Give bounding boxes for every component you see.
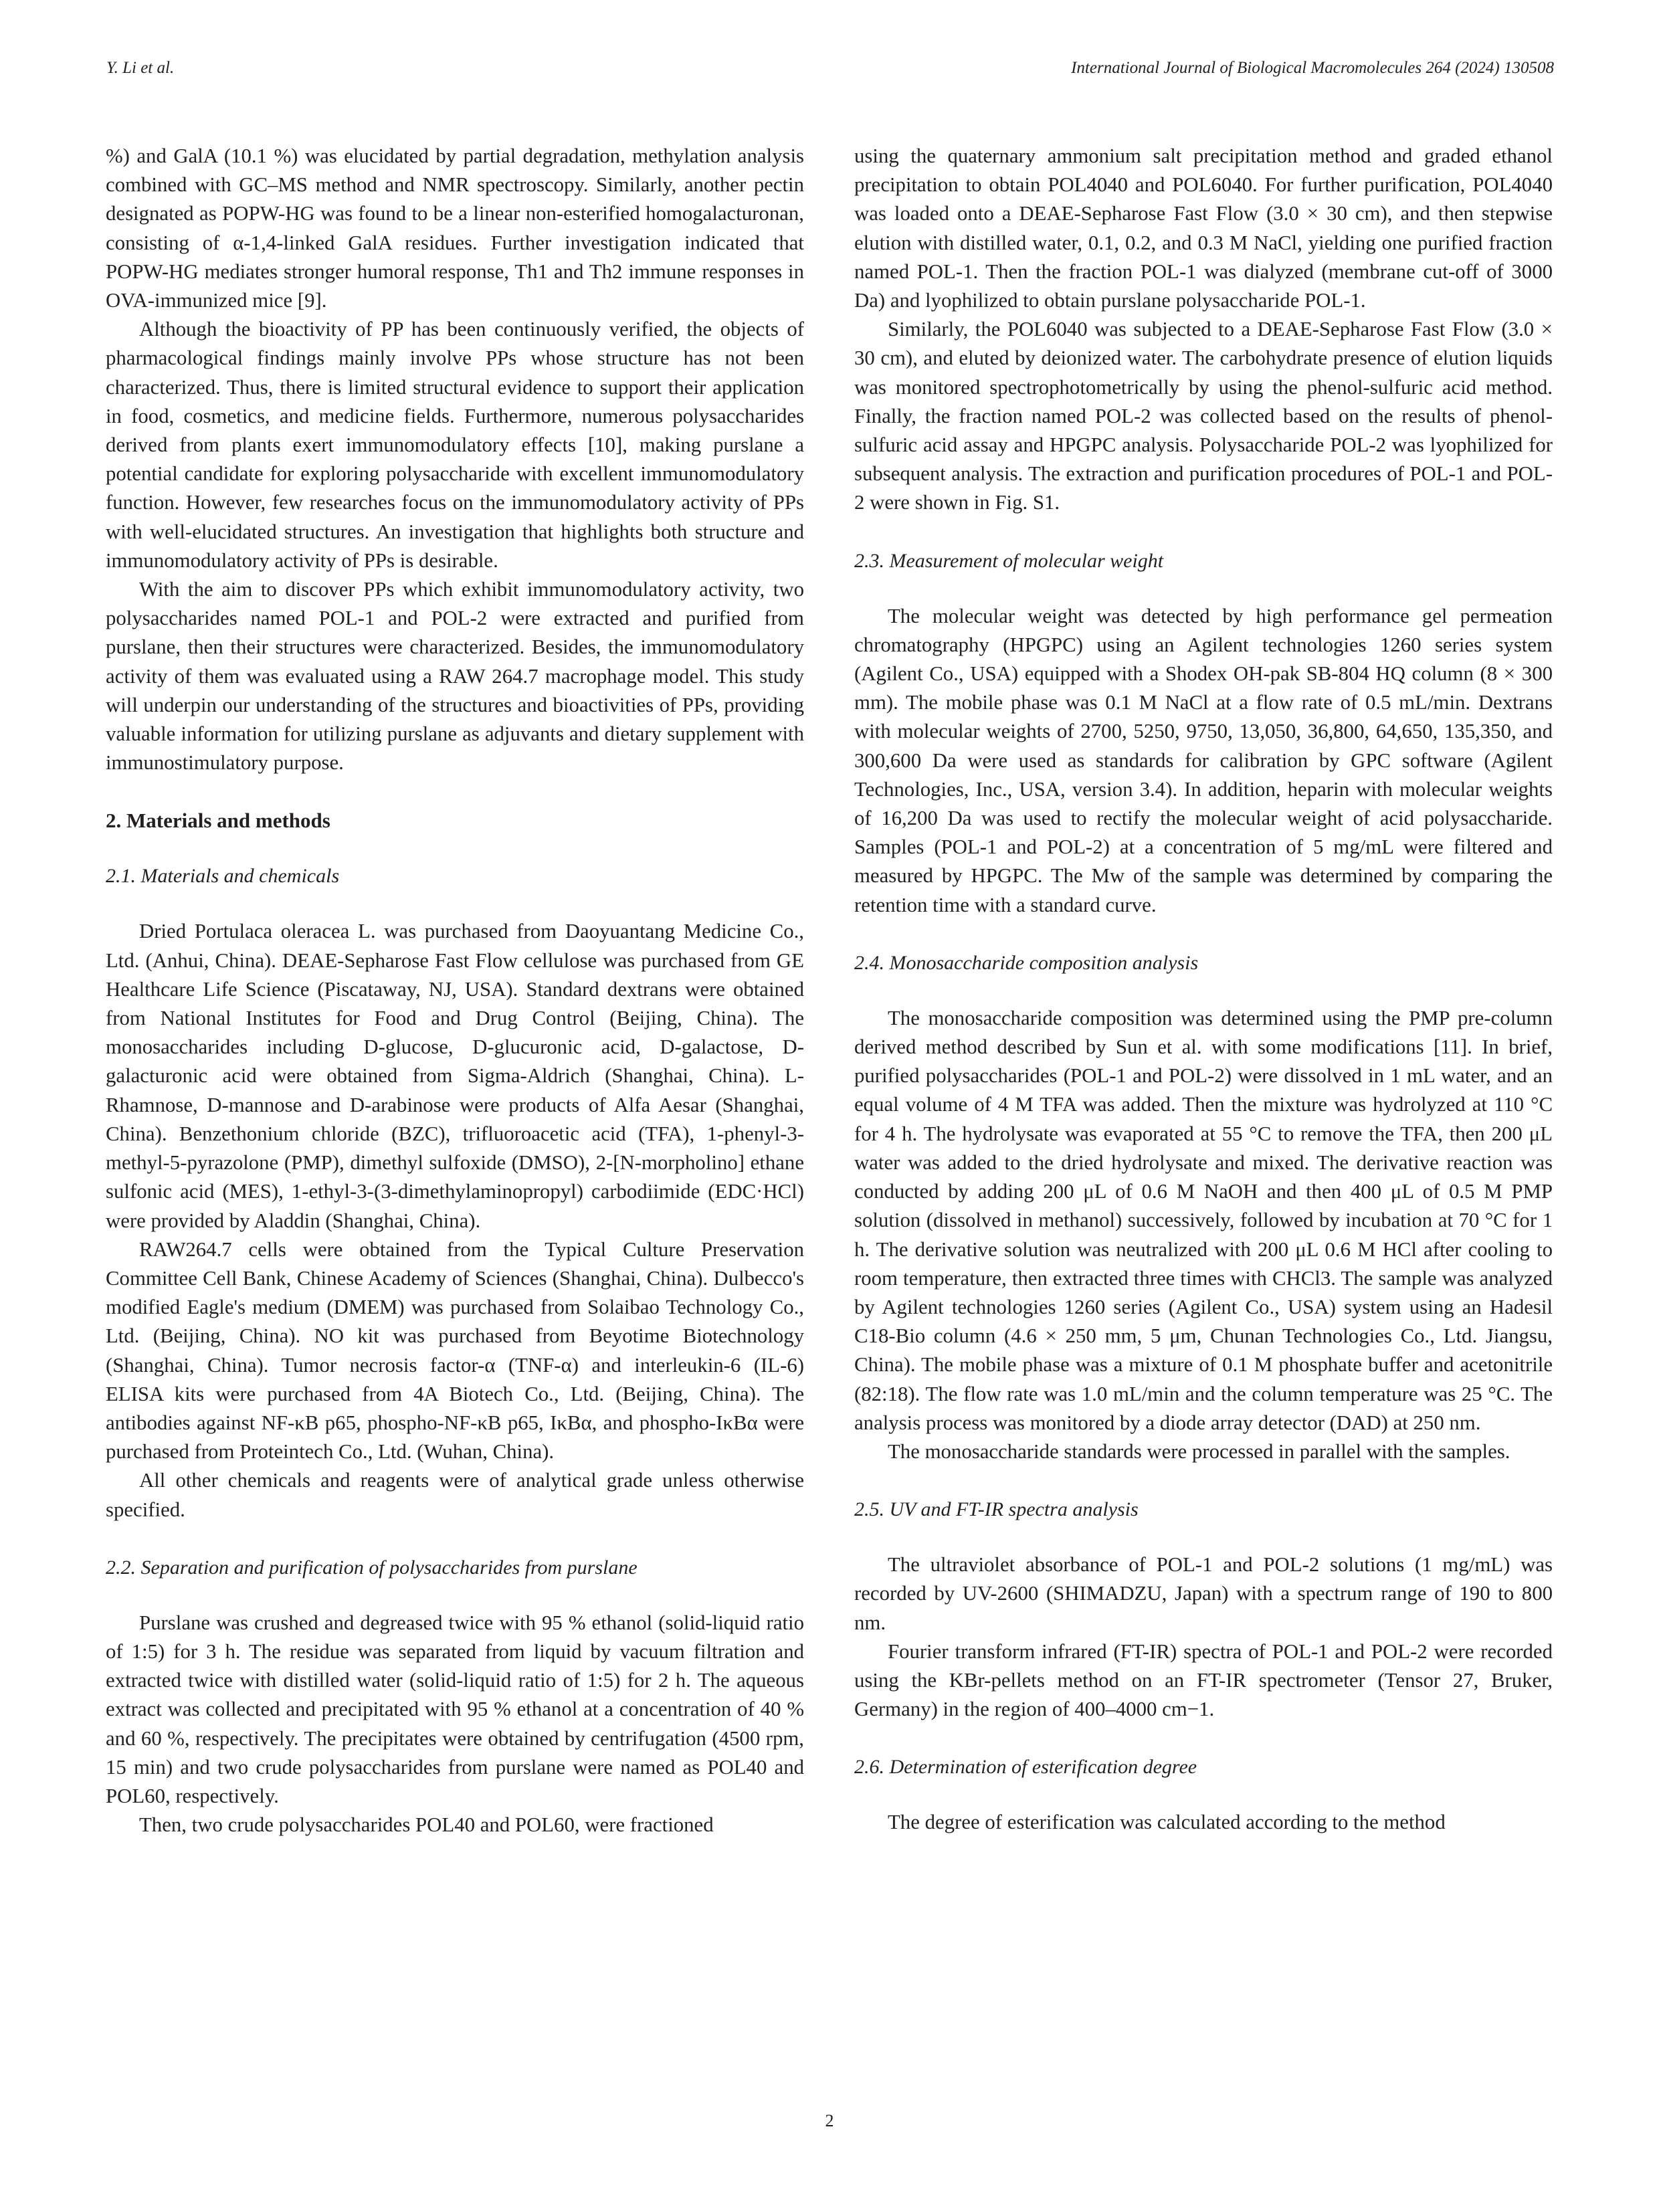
page-number: 2 — [825, 2111, 834, 2130]
paragraph: Although the bioactivity of PP has been … — [106, 318, 804, 572]
paragraph: Similarly, the POL6040 was subjected to … — [854, 318, 1553, 514]
left-column: %) and GalA (10.1 %) was elucidated by p… — [106, 142, 804, 1839]
running-header-authors: Y. Li et al. — [106, 59, 175, 77]
subsection-heading-2-4: 2.4. Monosaccharide composition analysis — [854, 951, 1199, 974]
paragraph: RAW264.7 cells were obtained from the Ty… — [106, 1237, 804, 1464]
subsection-heading-2-5: 2.5. UV and FT-IR spectra analysis — [854, 1498, 1139, 1521]
paragraph: The monosaccharide composition was deter… — [854, 1006, 1553, 1434]
paragraph: Then, two crude polysaccharides POL40 an… — [139, 1813, 714, 1837]
paragraph: The molecular weight was detected by hig… — [854, 604, 1553, 916]
subsection-heading-2-1: 2.1. Materials and chemicals — [106, 865, 340, 888]
running-header-journal: International Journal of Biological Macr… — [1071, 59, 1554, 77]
paragraph: With the aim to discover PPs which exhib… — [106, 578, 804, 775]
subsection-heading-2-3: 2.3. Measurement of molecular weight — [854, 549, 1164, 572]
paragraph: Purslane was crushed and degreased twice… — [106, 1611, 804, 1807]
paragraph: The ultraviolet absorbance of POL-1 and … — [854, 1553, 1553, 1634]
paragraph: using the quaternary ammonium salt preci… — [854, 144, 1553, 312]
paragraph: The monosaccharide standards were proces… — [888, 1439, 1510, 1463]
paragraph: The degree of esterification was calcula… — [888, 1811, 1446, 1834]
right-column: using the quaternary ammonium salt preci… — [854, 142, 1553, 1837]
paragraph: %) and GalA (10.1 %) was elucidated by p… — [106, 144, 804, 312]
paragraph: Dried Portulaca oleracea L. was purchase… — [106, 920, 804, 1232]
paragraph: Fourier transform infrared (FT-IR) spect… — [854, 1639, 1553, 1721]
subsection-heading-2-2: 2.2. Separation and purification of poly… — [106, 1556, 638, 1579]
paragraph: All other chemicals and reagents were of… — [106, 1469, 804, 1521]
section-heading-materials-methods: 2. Materials and methods — [106, 809, 330, 833]
subsection-heading-2-6: 2.6. Determination of esterification deg… — [854, 1756, 1197, 1779]
